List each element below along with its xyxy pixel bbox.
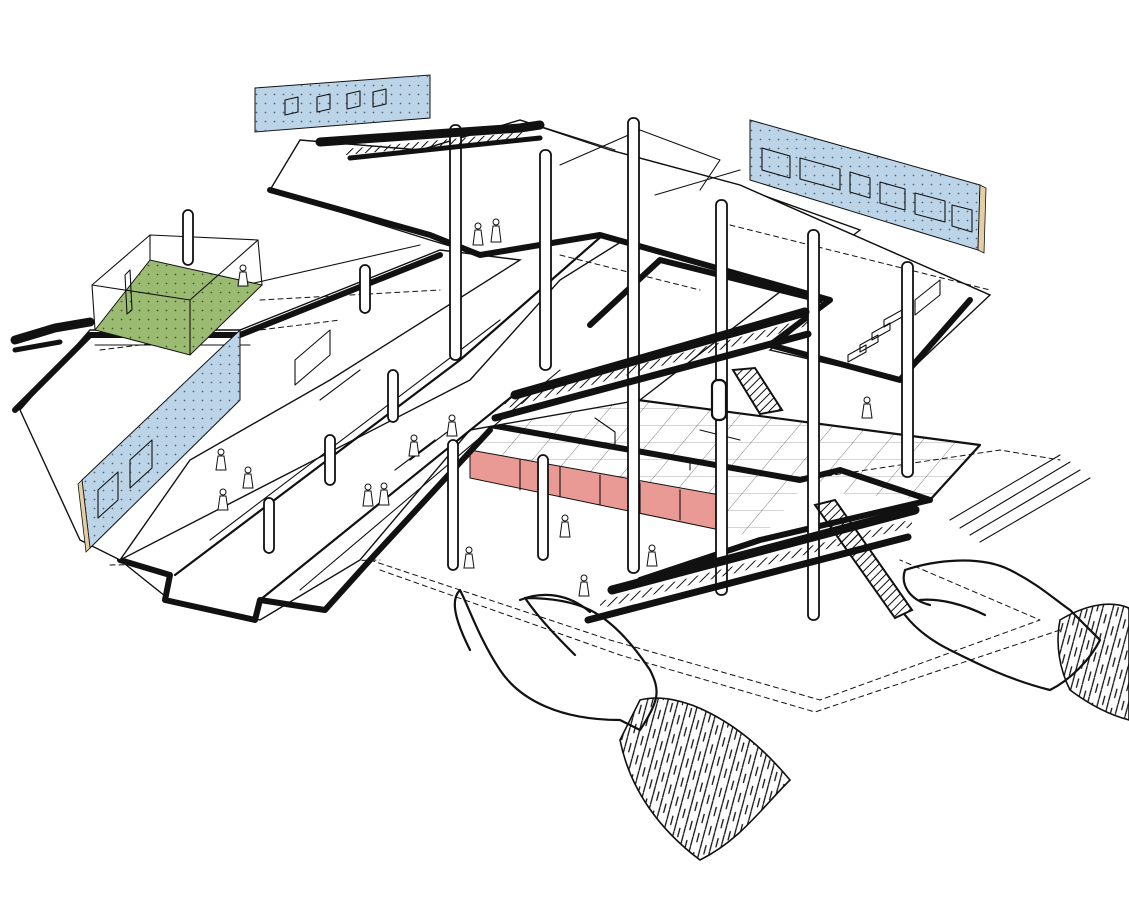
person-figure bbox=[463, 546, 475, 569]
escalator bbox=[813, 498, 914, 620]
person-figure bbox=[217, 488, 229, 511]
right-hand bbox=[902, 559, 1129, 721]
person-figure bbox=[490, 218, 502, 243]
person-figure bbox=[472, 222, 484, 246]
column bbox=[901, 261, 914, 478]
column bbox=[807, 229, 820, 621]
person-figure bbox=[408, 434, 420, 457]
escalator bbox=[731, 366, 784, 416]
column bbox=[539, 149, 552, 371]
column bbox=[537, 454, 549, 561]
person-figure bbox=[646, 544, 658, 567]
person-figure bbox=[362, 483, 374, 507]
column bbox=[263, 497, 275, 554]
left-hand bbox=[453, 588, 792, 861]
wall-panel-top-left bbox=[254, 74, 431, 133]
person-figure bbox=[378, 482, 390, 506]
column bbox=[449, 124, 462, 361]
person-figure bbox=[237, 264, 249, 287]
wall-panel-top-right bbox=[749, 119, 987, 254]
column bbox=[387, 369, 399, 423]
escalator bbox=[491, 307, 812, 422]
person-figure bbox=[446, 414, 458, 437]
column bbox=[182, 209, 194, 266]
columns bbox=[182, 117, 914, 621]
column bbox=[359, 264, 371, 314]
person-figure bbox=[861, 396, 873, 419]
person-figure bbox=[578, 574, 590, 597]
person-figure bbox=[215, 448, 227, 471]
column bbox=[710, 378, 728, 422]
wall-panel-left bbox=[77, 328, 241, 553]
person-figure bbox=[242, 466, 254, 489]
escalator bbox=[10, 317, 95, 353]
people bbox=[215, 218, 873, 597]
green-glass-room bbox=[91, 234, 264, 356]
person-figure bbox=[559, 514, 571, 538]
column bbox=[447, 439, 459, 571]
escalator bbox=[315, 120, 545, 161]
column bbox=[324, 434, 336, 486]
column bbox=[627, 117, 640, 574]
